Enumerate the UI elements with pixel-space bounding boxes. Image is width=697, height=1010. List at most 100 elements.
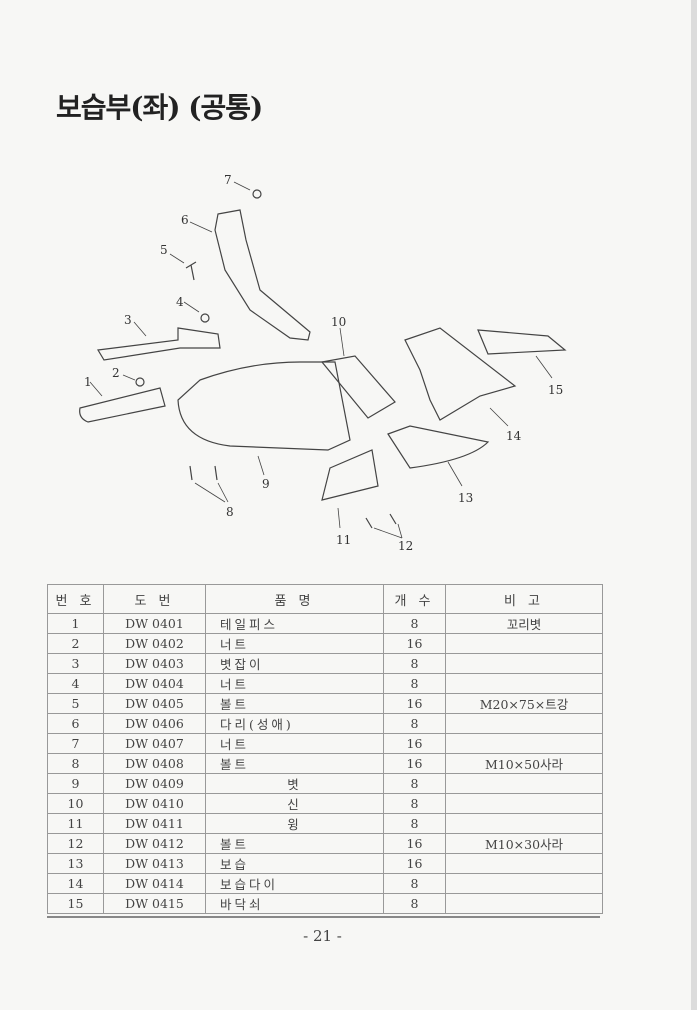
cell-no: 8 <box>47 753 104 774</box>
cell-code: DW 0401 <box>103 613 206 634</box>
cell-no: 3 <box>47 653 104 674</box>
part-bolt-5 <box>185 261 197 281</box>
callout-6: 6 <box>181 213 189 227</box>
part-moldboard <box>177 361 351 451</box>
cell-note <box>445 653 603 674</box>
cell-note: M20×75×트강 <box>445 693 603 714</box>
cell-no: 14 <box>47 873 104 894</box>
cell-note <box>445 633 603 654</box>
cell-qty: 8 <box>383 793 446 814</box>
part-name: 보습 <box>220 857 250 872</box>
cell-name: 신 <box>205 793 384 814</box>
cell-code: DW 0407 <box>103 733 206 754</box>
cell-qty: 16 <box>383 693 446 714</box>
cell-qty: 8 <box>383 773 446 794</box>
part-name: 볼트 <box>220 757 250 772</box>
cell-no: 7 <box>47 733 104 754</box>
part-name: 너트 <box>220 637 250 652</box>
scan-edge <box>691 0 697 1010</box>
callout-11: 11 <box>336 533 351 547</box>
table-header-row: 번 호 도 번 품 명 개 수 비 고 <box>47 584 603 614</box>
cell-qty: 8 <box>383 713 446 734</box>
part-nut-7 <box>252 189 262 199</box>
cell-no: 15 <box>47 893 104 914</box>
cell-no: 12 <box>47 833 104 854</box>
callout-8: 8 <box>226 505 234 519</box>
callout-3: 3 <box>124 313 132 327</box>
cell-name: 너트 <box>205 633 384 654</box>
part-share <box>387 425 490 469</box>
cell-code: DW 0404 <box>103 673 206 694</box>
cell-qty: 8 <box>383 893 446 914</box>
cell-code: DW 0415 <box>103 893 206 914</box>
part-name: 바닥쇠 <box>220 897 264 912</box>
cell-no: 5 <box>47 693 104 714</box>
cell-code: DW 0408 <box>103 753 206 774</box>
cell-no: 1 <box>47 613 104 634</box>
cell-note <box>445 733 603 754</box>
callout-2: 2 <box>112 366 120 380</box>
cell-qty: 8 <box>383 653 446 674</box>
cell-no: 10 <box>47 793 104 814</box>
cell-note <box>445 793 603 814</box>
part-name: 윙 <box>287 817 302 832</box>
cell-name: 너트 <box>205 673 384 694</box>
part-shin <box>320 355 396 419</box>
cell-qty: 16 <box>383 753 446 774</box>
part-bolt-8 <box>189 465 218 481</box>
part-name: 너트 <box>220 737 250 752</box>
cell-name: 보습다이 <box>205 873 384 894</box>
cell-name: 너트 <box>205 733 384 754</box>
cell-name: 볼트 <box>205 753 384 774</box>
cell-code: DW 0410 <box>103 793 206 814</box>
part-nut-4 <box>200 313 210 323</box>
part-name: 다리(성애) <box>220 717 294 732</box>
part-landside <box>477 329 567 355</box>
cell-code: DW 0412 <box>103 833 206 854</box>
cell-qty: 8 <box>383 673 446 694</box>
cell-code: DW 0411 <box>103 813 206 834</box>
callout-15: 15 <box>548 383 563 397</box>
cell-name: 볼트 <box>205 693 384 714</box>
cell-name: 윙 <box>205 813 384 834</box>
cell-no: 2 <box>47 633 104 654</box>
header-no: 번 호 <box>47 584 104 614</box>
cell-note <box>445 813 603 834</box>
part-name: 신 <box>287 797 302 812</box>
cell-code: DW 0403 <box>103 653 206 674</box>
cell-no: 9 <box>47 773 104 794</box>
cell-qty: 16 <box>383 833 446 854</box>
cell-no: 4 <box>47 673 104 694</box>
cell-code: DW 0414 <box>103 873 206 894</box>
cell-qty: 16 <box>383 633 446 654</box>
callout-12: 12 <box>398 539 413 553</box>
callout-1: 1 <box>84 375 92 389</box>
part-name: 볼트 <box>220 837 250 852</box>
cell-name: 테일피스 <box>205 613 384 634</box>
part-leg <box>214 209 311 341</box>
cell-qty: 8 <box>383 813 446 834</box>
cell-note: M10×50사라 <box>445 753 603 774</box>
cell-note: M10×30사라 <box>445 833 603 854</box>
part-tail-piece <box>79 387 166 423</box>
cell-qty: 8 <box>383 873 446 894</box>
part-name: 보습다이 <box>220 877 279 892</box>
cell-note: 꼬리볏 <box>445 613 603 634</box>
part-name: 너트 <box>220 677 250 692</box>
cell-name: 볼트 <box>205 833 384 854</box>
cell-name: 보습 <box>205 853 384 874</box>
callout-5: 5 <box>160 243 168 257</box>
cell-code: DW 0402 <box>103 633 206 654</box>
